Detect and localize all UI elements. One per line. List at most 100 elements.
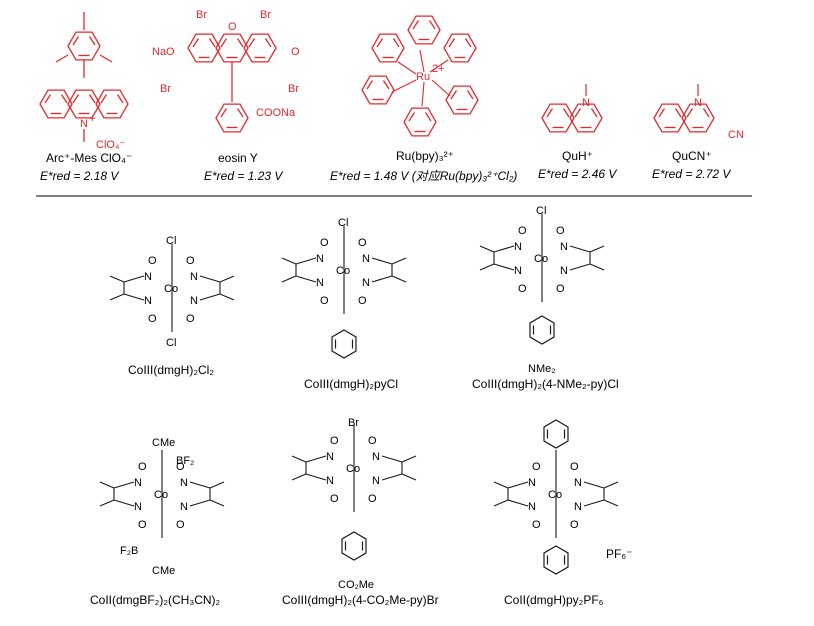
quh-name: QuH⁺ [562,149,593,163]
n-atom: N [528,477,536,489]
axial-ligand: Br [348,417,359,429]
n-atom: N [190,295,198,307]
ru-charge: 2+ [432,63,445,75]
bf2-bridge: BF₂ [176,455,194,467]
pyridine-ring [341,531,367,561]
o-atom: O [358,237,367,249]
axial-ligand: Cl [166,235,176,247]
photocatalyst-qucn: N CN QuCN⁺ E*red = 2.72 V [652,84,744,181]
n-atom: N [362,277,370,289]
n-atom: N [326,451,334,463]
cobalt-center: Co [164,283,178,295]
cobalt-center: Co [154,489,168,501]
eosin-left-ring [187,33,221,63]
mesityl-bonds [55,12,113,78]
arc-mes-name: Arc⁺-Mes ClO₄⁻ [46,151,132,165]
n-atom: N [574,477,582,489]
o-atom: O [186,313,195,325]
axial-ligand: Cl [338,217,348,229]
o-atom: O [330,493,339,505]
axial-ligand: CMe [152,437,175,449]
cobalt-labels: CoIII(dmgH)₂Cl₂ CoIII(dmgH)₂pyCl CoIII(d… [90,363,633,607]
pyridine-ring [543,545,569,575]
bpy-ring-2 [443,33,477,63]
o-atom: O [148,313,157,325]
co-complex-2-name: CoIII(dmgH)₂pyCl [304,377,398,391]
n-atom: N [528,501,536,513]
o-atom: O [320,237,329,249]
n-atom: N [180,501,188,513]
nme2-group: NMe₂ [528,363,556,375]
photocatalyst-eosin-y: NaO Br Br Br Br O O COONa eosin Y E*red … [152,9,300,183]
bpy-ring-5 [403,107,437,137]
n-atom: N [372,475,380,487]
eosin-center-ring [215,33,249,63]
eosin-br-2: Br [260,9,271,21]
pyridine-ring [529,315,555,345]
co-complex-4-name: CoII(dmgBF₂)₂(CH₃CN)₂ [90,593,221,607]
quh-n: N [582,97,590,109]
photocatalyst-ru-bpy: Ru 2+ Ru(bpy)₃²⁺ E*red = 1.48 V (对应Ru(bp… [330,15,517,183]
photocatalyst-quh: N QuH⁺ E*red = 2.46 V [538,84,617,181]
eosin-nao: NaO [152,46,175,58]
bpy-ring-4 [361,75,395,105]
o-atom: O [368,435,377,447]
qucn-ring-1 [653,103,687,133]
pyridine-ring [543,419,569,449]
eosin-name: eosin Y [218,151,258,165]
o-atom: O [368,493,377,505]
eosin-br-3: Br [160,83,171,95]
o-atom: O [320,295,329,307]
n-atom: N [180,477,188,489]
axial-ligand: CMe [152,565,175,577]
co2me-group: CO₂Me [338,579,374,591]
eosin-right-ring [243,33,277,63]
co-complex-5-name: CoIII(dmgH)₂(4-CO₂Me-py)Br [282,593,439,607]
bpy-ring-3 [371,33,405,63]
bpy-ring-6 [445,85,479,115]
arc-mes-potential: E*red = 2.18 V [40,169,119,183]
n-atom: N [560,241,568,253]
o-atom: O [138,519,147,531]
ru-potential: E*red = 1.48 V (对应Ru(bpy)₃²⁺Cl₂) [330,169,517,183]
n-atom: N [372,451,380,463]
n-atom: N [316,253,324,265]
eosin-br-1: Br [196,9,207,21]
o-atom: O [532,519,541,531]
quh-ring-1 [541,103,575,133]
n-atom: N [134,501,142,513]
acridine-right-ring [95,89,129,119]
n-atom: N [560,265,568,277]
cobalt-center: Co [336,265,350,277]
n-atom: N [144,295,152,307]
o-atom: O [518,283,527,295]
pf6-counterion: PF₆⁻ [606,547,633,561]
co-complex-3-name: CoIII(dmgH)₂(4-NMe₂-py)Cl [472,377,619,391]
quh-potential: E*red = 2.46 V [538,167,617,181]
o-atom: O [556,225,565,237]
acridine-left-ring [39,89,73,119]
qucn-cn: CN [728,129,744,141]
o-atom: O [186,255,195,267]
photocatalyst-arc-mes: N + ClO₄⁻ Arc⁺-Mes ClO₄⁻ E*red = 2.18 V [39,12,132,183]
o-atom: O [570,519,579,531]
eosin-potential: E*red = 1.23 V [204,169,283,183]
n-atom: N [190,271,198,283]
o-atom: O [570,461,579,473]
n-atom: N [514,241,522,253]
co-complex-6-name: CoII(dmgH)py₂PF₆ [504,593,604,607]
o-atom: O [330,435,339,447]
o-atom: O [358,295,367,307]
axial-ligand: Cl [536,205,546,217]
cobalt-center: Co [346,463,360,475]
n-atom: N [144,271,152,283]
n-atom: N [514,265,522,277]
qucn-potential: E*red = 2.72 V [652,167,731,181]
n-atom: N [326,475,334,487]
pyridine-ring [331,329,357,359]
